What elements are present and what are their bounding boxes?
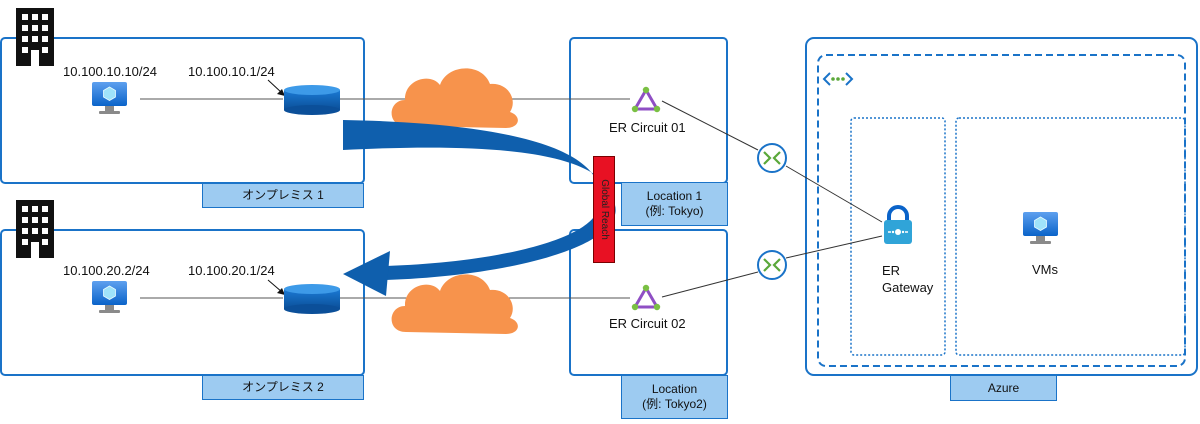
onprem1-tag: オンプレミス 1: [202, 183, 364, 208]
location2-tag: Location (例: Tokyo2): [621, 375, 728, 419]
onprem2-box: [0, 229, 365, 376]
er-circuit-icon: [631, 86, 661, 113]
global-reach-arrowhead: [343, 251, 390, 296]
vm-subnet-box: [955, 117, 1186, 356]
connection-icon: [757, 143, 787, 173]
onprem2-router-ip: 10.100.20.1/24: [188, 263, 275, 278]
global-reach-arrow: [343, 120, 616, 280]
building-icon: [16, 200, 54, 258]
cloud-icon: [391, 274, 518, 334]
er-circuit-icon: [631, 284, 661, 311]
router-icon: [284, 284, 340, 314]
router2-ip-pointer-head: [277, 288, 285, 295]
onprem2-tag: オンプレミス 2: [202, 375, 364, 400]
global-reach-label: Global Reach: [598, 179, 610, 240]
onprem1-router-ip: 10.100.10.1/24: [188, 64, 275, 79]
location1-example: (例: Tokyo): [645, 204, 704, 218]
link-circuit2-conn2: [661, 271, 759, 298]
connection-icon: [757, 250, 787, 280]
global-reach-box: Global Reach: [593, 156, 615, 263]
cloud-icon: [391, 68, 518, 128]
location1-name: Location 1: [646, 189, 703, 203]
link-circuit1-conn1: [661, 100, 759, 151]
azure-tag: Azure: [950, 375, 1057, 401]
location2-name: Location: [651, 382, 698, 396]
location2-example: (例: Tokyo2): [642, 397, 707, 411]
azure-box: [805, 37, 1198, 376]
gateway-label-line2: Gateway: [882, 280, 934, 295]
gateway-label-line1: ER: [882, 263, 901, 278]
vm-monitor-icon: [92, 281, 127, 313]
onprem1-box: [0, 37, 365, 184]
vm-monitor-icon: [1023, 212, 1058, 244]
router1-ip-pointer-head: [277, 89, 285, 96]
vnet-icon: [822, 72, 854, 86]
gateway-lock-icon: [884, 205, 912, 244]
router1-ip-pointer: [267, 79, 283, 94]
vnet-box: [817, 54, 1186, 367]
router-icon: [284, 85, 340, 115]
link-conn1-gateway: [785, 165, 883, 223]
router2-ip-pointer: [267, 279, 283, 293]
location1-tag: Location 1 (例: Tokyo): [621, 182, 728, 226]
onprem2-vm-ip: 10.100.20.2/24: [63, 263, 150, 278]
link-conn2-gateway: [785, 235, 883, 259]
building-icon: [16, 8, 54, 66]
circuit2-label: ER Circuit 02: [609, 316, 686, 331]
circuit1-label: ER Circuit 01: [609, 120, 686, 135]
gateway-label: ER Gateway: [882, 262, 933, 296]
vm-monitor-icon: [92, 82, 127, 114]
onprem1-vm-ip: 10.100.10.10/24: [63, 64, 157, 79]
vms-label: VMs: [1032, 262, 1058, 277]
gateway-subnet-box: [850, 117, 946, 356]
